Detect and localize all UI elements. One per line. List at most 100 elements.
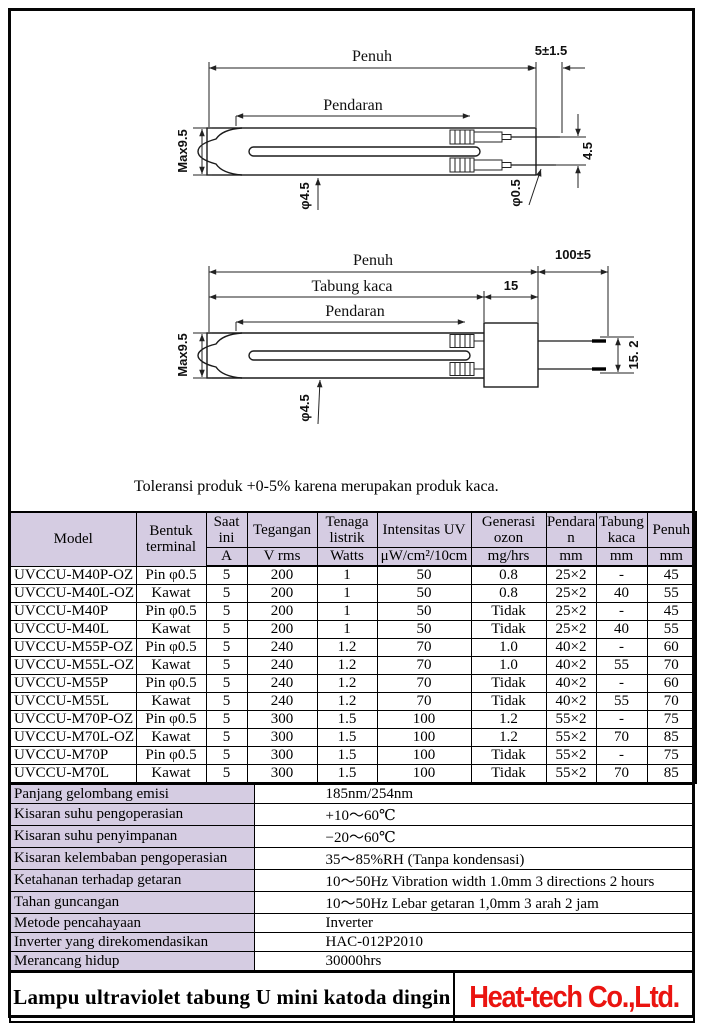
spec-cell: 5 xyxy=(205,620,248,639)
spec-cell: 1.2 xyxy=(316,692,378,711)
spec-cell: Kawat xyxy=(135,584,207,603)
spec-cell: 55 xyxy=(595,692,648,711)
spec-cell: 70 xyxy=(376,656,472,675)
model-cell: UVCCU-M55P-OZ xyxy=(9,638,137,657)
diagram-top-pin-type: Penuh 5±1.5 Pendaran xyxy=(175,43,595,210)
dim-label-wire-length: 100±5 xyxy=(555,247,591,262)
spec-cell: 1.5 xyxy=(316,710,378,729)
spec-cell: 5 xyxy=(205,710,248,729)
spec-cell: 1 xyxy=(316,602,378,621)
spec-col-header: Tegangan xyxy=(246,511,318,548)
spec-cell: 85 xyxy=(646,728,697,747)
model-cell: UVCCU-M40P-OZ xyxy=(9,565,137,585)
spec-cell: Pin φ0.5 xyxy=(135,638,207,657)
info-value: +10～60℃ xyxy=(253,803,695,826)
spec-cell: 55×2 xyxy=(545,728,597,747)
spec-cell: 300 xyxy=(246,764,318,784)
spec-cell: 5 xyxy=(205,584,248,603)
page-title: Lampu ultraviolet tabung U mini katoda d… xyxy=(11,973,455,1021)
spec-cell: 50 xyxy=(376,620,472,639)
spec-col-unit: mg/hrs xyxy=(470,547,547,567)
info-value: −20～60℃ xyxy=(253,825,695,848)
model-cell: UVCCU-M40L-OZ xyxy=(9,584,137,603)
spec-col-unit: mm xyxy=(545,547,597,567)
spec-cell: 1 xyxy=(316,565,378,585)
spec-cell: 1 xyxy=(316,584,378,603)
info-row: Kisaran suhu penyimpanan−20～60℃ xyxy=(9,825,695,848)
spec-col-header: Tenaga listrik xyxy=(316,511,378,548)
spec-cell: 55×2 xyxy=(545,710,597,729)
model-cell: UVCCU-M55P xyxy=(9,674,137,693)
dim-label-tube-dia-top: φ4.5 xyxy=(297,182,312,209)
spec-cell: 75 xyxy=(646,746,697,765)
spec-cell: 200 xyxy=(246,565,318,585)
spec-cell: 5 xyxy=(205,638,248,657)
dim-label-lead-spacing-top: 4.5 xyxy=(580,142,595,160)
spec-col-header: Pendaran xyxy=(545,511,597,548)
spec-cell: Pin φ0.5 xyxy=(135,565,207,585)
spec-cell: 1.0 xyxy=(470,638,547,657)
model-cell: UVCCU-M55L-OZ xyxy=(9,656,137,675)
spec-cell: 70 xyxy=(646,656,697,675)
info-label: Merancang hidup xyxy=(9,951,255,972)
spec-cell: 1.0 xyxy=(470,656,547,675)
spec-cell: Kawat xyxy=(135,692,207,711)
spec-cell: Tidak xyxy=(470,746,547,765)
spec-cell: 5 xyxy=(205,674,248,693)
info-value: 35～85%RH (Tanpa kondensasi) xyxy=(253,847,695,870)
info-label: Tahan guncangan xyxy=(9,891,255,914)
spec-cell: Tidak xyxy=(470,620,547,639)
spec-cell: 100 xyxy=(376,710,472,729)
spec-col-header: Penuh xyxy=(646,511,697,548)
spec-cell: 240 xyxy=(246,692,318,711)
model-cell: UVCCU-M70P-OZ xyxy=(9,710,137,729)
spec-cell: 60 xyxy=(646,674,697,693)
spec-cell: 25×2 xyxy=(545,620,597,639)
spec-cell: Pin φ0.5 xyxy=(135,746,207,765)
spec-cell: 40×2 xyxy=(545,638,597,657)
spec-cell: 40 xyxy=(595,620,648,639)
info-value: HAC-012P2010 xyxy=(253,932,695,952)
spec-cell: 100 xyxy=(376,728,472,747)
model-cell: UVCCU-M70L-OZ xyxy=(9,728,137,747)
info-label: Kisaran kelembaban pengoperasian xyxy=(9,847,255,870)
spec-cell: 1.2 xyxy=(470,728,547,747)
spec-col-header: Model xyxy=(9,511,137,567)
company-logo: Heat-tech Co.,Ltd. xyxy=(455,973,693,1021)
spec-cell: 40×2 xyxy=(545,674,597,693)
spec-cell: 55 xyxy=(646,584,697,603)
spec-cell: Kawat xyxy=(135,728,207,747)
spec-col-header: Tabung kaca xyxy=(595,511,648,548)
dim-label-max-height-bottom: Max9.5 xyxy=(175,333,190,376)
spec-cell: 40 xyxy=(595,584,648,603)
spec-cell: 1 xyxy=(316,620,378,639)
spec-cell: 200 xyxy=(246,584,318,603)
spec-col-unit: mm xyxy=(595,547,648,567)
spec-cell: 55 xyxy=(646,620,697,639)
dim-label-tip-gap: 5±1.5 xyxy=(535,43,567,58)
spec-cell: 100 xyxy=(376,764,472,784)
spec-cell: 5 xyxy=(205,656,248,675)
diagram-bottom-wire-type: Penuh 100±5 Tabung kaca 15 Pendaran xyxy=(175,247,641,425)
spec-col-header: Generasi ozon xyxy=(470,511,547,548)
spec-cell: 5 xyxy=(205,746,248,765)
spec-cell: Kawat xyxy=(135,620,207,639)
info-value: Inverter xyxy=(253,913,695,933)
spec-cell: 1.2 xyxy=(316,656,378,675)
spec-cell: 1.5 xyxy=(316,746,378,765)
dim-label-tabung-kaca: Tabung kaca xyxy=(311,278,392,295)
spec-cell: Tidak xyxy=(470,764,547,784)
spec-cell: 5 xyxy=(205,692,248,711)
